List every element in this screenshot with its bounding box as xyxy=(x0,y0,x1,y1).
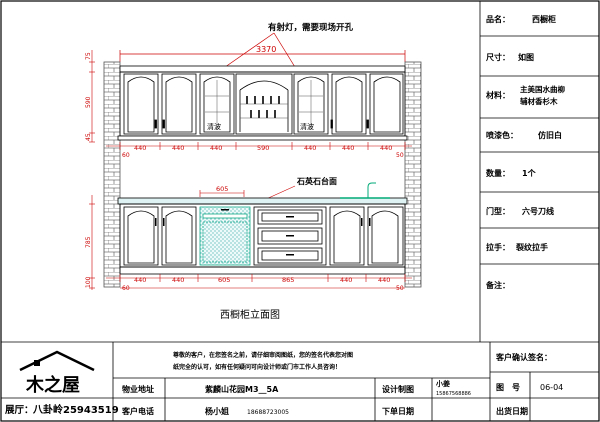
designer-label: 设计制图 xyxy=(382,384,414,394)
countertop xyxy=(117,197,408,205)
base-dim-4: 440 xyxy=(340,276,352,284)
spec-material-value-2: 辅材香杉木 xyxy=(520,96,558,106)
wall-side-height-0: 75 xyxy=(85,52,92,60)
elevation-drawing: 有射灯，需要现场开孔 3370 75 590 45 785 100 xyxy=(85,22,422,321)
store-label: 展厅： xyxy=(5,405,34,416)
spec-material-value-1: 主美国水曲柳 xyxy=(520,84,565,94)
spec-remark-label: 备注： xyxy=(485,280,510,290)
spec-size-value: 如图 xyxy=(518,52,534,62)
designer-phone: 15867568886 xyxy=(436,391,471,397)
wall-side-height-1: 590 xyxy=(85,96,92,108)
spec-column xyxy=(479,1,599,342)
phone-value-name: 杨小姐 xyxy=(205,406,229,416)
spec-handle-value: 裂纹拉手 xyxy=(515,242,548,252)
base-edge-left: 60 xyxy=(122,285,130,292)
wall-dim-3: 590 xyxy=(257,144,269,152)
logo-text: 木之屋 xyxy=(25,374,80,396)
designer-name: 小姜 xyxy=(435,379,450,388)
spec-door-label: 门型： xyxy=(486,206,510,216)
ship-date-label: 出货日期 xyxy=(496,406,528,416)
faucet xyxy=(367,182,376,200)
base-edge-right: 50 xyxy=(396,285,404,292)
wall-dim-5: 440 xyxy=(342,144,354,152)
wall-dim-6: 440 xyxy=(380,144,392,152)
spec-material-label: 材料： xyxy=(486,90,510,100)
spec-handle-label: 拉手： xyxy=(486,242,510,252)
stone-top-label: 石英石台面 xyxy=(296,176,337,186)
base-side-height-1: 100 xyxy=(85,276,92,288)
spec-size-label: 尺寸： xyxy=(486,52,510,62)
brand-logo: 木之屋 xyxy=(19,350,95,396)
drawing-caption: 西橱柜立面图 xyxy=(220,308,280,321)
title-block xyxy=(1,341,599,421)
notice-line-1: 尊敬的客户，在您签名之前，请仔细审阅图纸，您的签名代表您对图 xyxy=(173,351,353,359)
wall-dim-2: 440 xyxy=(210,144,222,152)
spec-paint-value: 仿旧白 xyxy=(538,130,562,140)
wall-dim-1: 440 xyxy=(172,144,184,152)
wall-edge-right: 50 xyxy=(396,152,404,159)
glass-label-left: 清波 xyxy=(207,122,221,131)
base-dim-2: 605 xyxy=(218,276,230,284)
left-wall xyxy=(103,61,121,288)
base-dim-1: 440 xyxy=(172,276,184,284)
phone-label: 客户电话 xyxy=(121,406,154,416)
note-light: 有射灯，需要现场开孔 xyxy=(268,22,354,33)
address-value: 紫麟山花园M3__5A xyxy=(205,384,279,394)
address-label: 物业地址 xyxy=(122,384,154,394)
spec-door-value: 六号刀线 xyxy=(522,206,554,216)
right-wall xyxy=(404,61,422,288)
base-dim-3: 865 xyxy=(282,276,294,284)
store-value: 八卦岭25943519 xyxy=(32,403,119,416)
wall-edge-left: 60 xyxy=(122,152,130,159)
figure-number-label: 图 号 xyxy=(496,383,520,392)
wall-dim-0: 440 xyxy=(134,144,146,152)
notice-line-2: 纸完全的认可，如有任何疑问可向设计师或门市工作人员咨询！ xyxy=(173,363,341,371)
spec-qty-label: 数量： xyxy=(486,168,510,178)
spec-paint-label: 喷漆色： xyxy=(486,130,518,140)
sink-width-label: 605 xyxy=(216,185,228,193)
wall-side-height-2: 45 xyxy=(85,133,92,141)
spec-qty-value: 1个 xyxy=(522,168,537,178)
figure-number-value: 06-04 xyxy=(540,383,563,392)
glass-label-right: 清波 xyxy=(300,122,314,131)
phone-value-number: 18688723005 xyxy=(247,409,289,416)
base-dim-5: 440 xyxy=(378,276,390,284)
spec-product-label: 品名： xyxy=(486,14,510,24)
base-side-height-0: 785 xyxy=(85,236,92,248)
base-cabinet xyxy=(119,203,406,275)
customer-confirm-label: 客户确认签名： xyxy=(495,352,552,362)
spec-product-value: 西橱柜 xyxy=(532,14,556,24)
order-date-label: 下单日期 xyxy=(382,406,414,416)
wall-cabinet xyxy=(117,65,408,141)
base-dim-0: 440 xyxy=(134,276,146,284)
wall-dim-4: 440 xyxy=(304,144,316,152)
total-width-label: 3370 xyxy=(256,45,276,54)
